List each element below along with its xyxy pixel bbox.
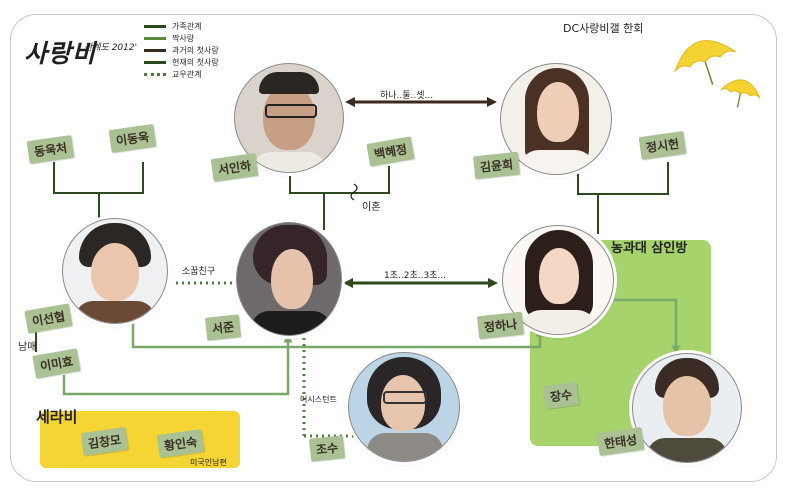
portrait-lee-seonhyeop (62, 218, 168, 324)
legend-label: 현재의 첫사랑 (172, 57, 219, 67)
legend-label: 짝사랑 (172, 33, 195, 43)
face (271, 249, 313, 309)
label-childhood-friend: 소꿉친구 (182, 267, 216, 277)
legend-item-crush: 짝사랑 (144, 32, 219, 44)
legend-swatch-family (144, 24, 166, 28)
logo-subtitle: 관계도 2012' (84, 43, 138, 53)
clothes (647, 438, 727, 462)
portrait-jo-su (348, 352, 460, 462)
face (537, 82, 579, 142)
tag-jeong-hana: 정하나 (476, 311, 525, 340)
tag-jo-su: 조수 (308, 435, 346, 462)
clothes (519, 150, 595, 174)
face (539, 248, 579, 304)
scarf (367, 433, 443, 461)
label-divorce: 이혼 (362, 202, 381, 213)
label-siblings: 남매 (18, 342, 37, 353)
farm-room-group-title: 농과대 삼인방 (611, 241, 688, 256)
portrait-han-taeseong (632, 353, 742, 463)
legend-label: 가족관계 (172, 21, 202, 31)
clothes (521, 310, 597, 334)
legend: 가족관계 짝사랑 과거의 첫사랑 현재의 첫사랑 교우관계 (144, 20, 219, 80)
legend-item-past-love: 과거의 첫사랑 (144, 44, 219, 56)
umbrella-icon (674, 40, 761, 108)
portrait-seo-inha (234, 63, 344, 173)
legend-swatch-crush (144, 36, 166, 40)
glasses (383, 391, 427, 404)
divorce-mark (350, 183, 358, 201)
logo-title: 사랑비 (24, 39, 97, 68)
shirt (251, 152, 327, 172)
portrait-kim-yunhee (500, 63, 612, 175)
face (91, 243, 139, 301)
family-line-jeong-parents (577, 162, 669, 234)
crush-line-lee-to-hana (131, 322, 545, 349)
club-credit: DC사랑비갤 한회 (563, 22, 644, 35)
tag-seo-jun: 서준 (204, 314, 242, 341)
family-line-seo-parents (289, 166, 390, 230)
legend-swatch-friends (144, 72, 166, 76)
legend-swatch-present-love (144, 60, 166, 64)
glasses (265, 104, 317, 118)
label-past-love: 하나..둘..셋... (380, 91, 434, 101)
clothes (75, 301, 155, 323)
legend-item-friends: 교우관계 (144, 68, 219, 80)
label-american-husband: 미국인남편 (190, 458, 227, 467)
legend-label: 과거의 첫사랑 (172, 45, 219, 55)
portrait-jeong-hana (502, 225, 614, 335)
crush-line-hana-to-taeseong (614, 298, 681, 355)
label-assistant: 어시스턴트 (300, 395, 337, 404)
serabi-group-title: 세라비 (36, 408, 78, 426)
portrait-seo-jun (236, 222, 342, 336)
legend-label: 교우관계 (172, 69, 202, 79)
legend-item-present-love: 현재의 첫사랑 (144, 56, 219, 68)
tag-kim-yunhee: 김윤희 (472, 151, 521, 180)
crush-line-mihyo-to-seojun (62, 333, 293, 396)
tag-jang-su: 장수 (542, 381, 580, 410)
clothes (251, 311, 331, 335)
legend-item-family: 가족관계 (144, 20, 219, 32)
legend-swatch-past-love (144, 48, 166, 52)
serabi-group-box (40, 411, 240, 468)
label-present-love: 1초..2초..3초... (384, 271, 447, 281)
face (663, 376, 711, 436)
hair (259, 72, 319, 94)
